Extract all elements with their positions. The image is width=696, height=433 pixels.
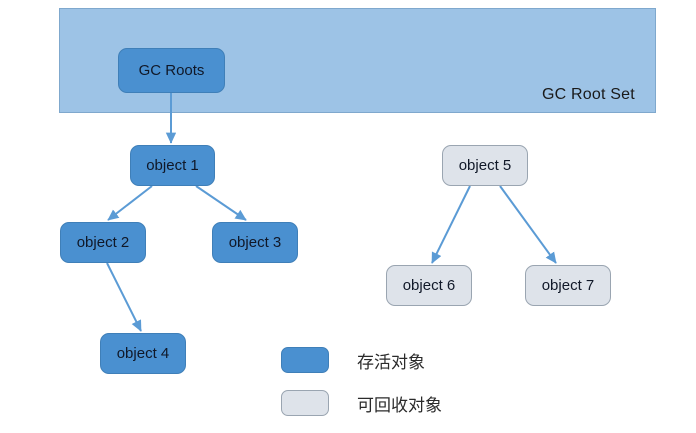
- edge-object1-object3: [195, 185, 247, 221]
- node-object-7[interactable]: object 7: [525, 265, 611, 306]
- node-object-3[interactable]: object 3: [212, 222, 298, 263]
- node-label: object 3: [228, 234, 282, 251]
- legend-garbage-label: 可回收对象: [357, 396, 442, 416]
- edge-object2-object4: [106, 262, 142, 332]
- node-label: GC Roots: [138, 62, 205, 79]
- edge-object5-object6: [431, 185, 471, 264]
- node-label: object 4: [116, 345, 170, 362]
- legend-live-label: 存活对象: [357, 353, 425, 373]
- legend-live-swatch: [281, 347, 329, 373]
- node-object-4[interactable]: object 4: [100, 333, 186, 374]
- node-label: object 7: [541, 277, 595, 294]
- edge-group: [106, 93, 557, 332]
- gc-root-set-label: GC Root Set: [542, 86, 635, 103]
- node-gc-roots[interactable]: GC Roots: [118, 48, 225, 93]
- node-object-2[interactable]: object 2: [60, 222, 146, 263]
- node-label: object 1: [146, 157, 199, 174]
- edge-object1-object2: [107, 185, 153, 221]
- node-label: object 2: [76, 234, 130, 251]
- node-object-1[interactable]: object 1: [130, 145, 215, 186]
- node-label: object 5: [458, 157, 512, 174]
- node-label: object 6: [402, 277, 456, 294]
- node-object-5[interactable]: object 5: [442, 145, 528, 186]
- legend-garbage-swatch: [281, 390, 329, 416]
- edge-object5-object7: [499, 185, 557, 264]
- node-object-6[interactable]: object 6: [386, 265, 472, 306]
